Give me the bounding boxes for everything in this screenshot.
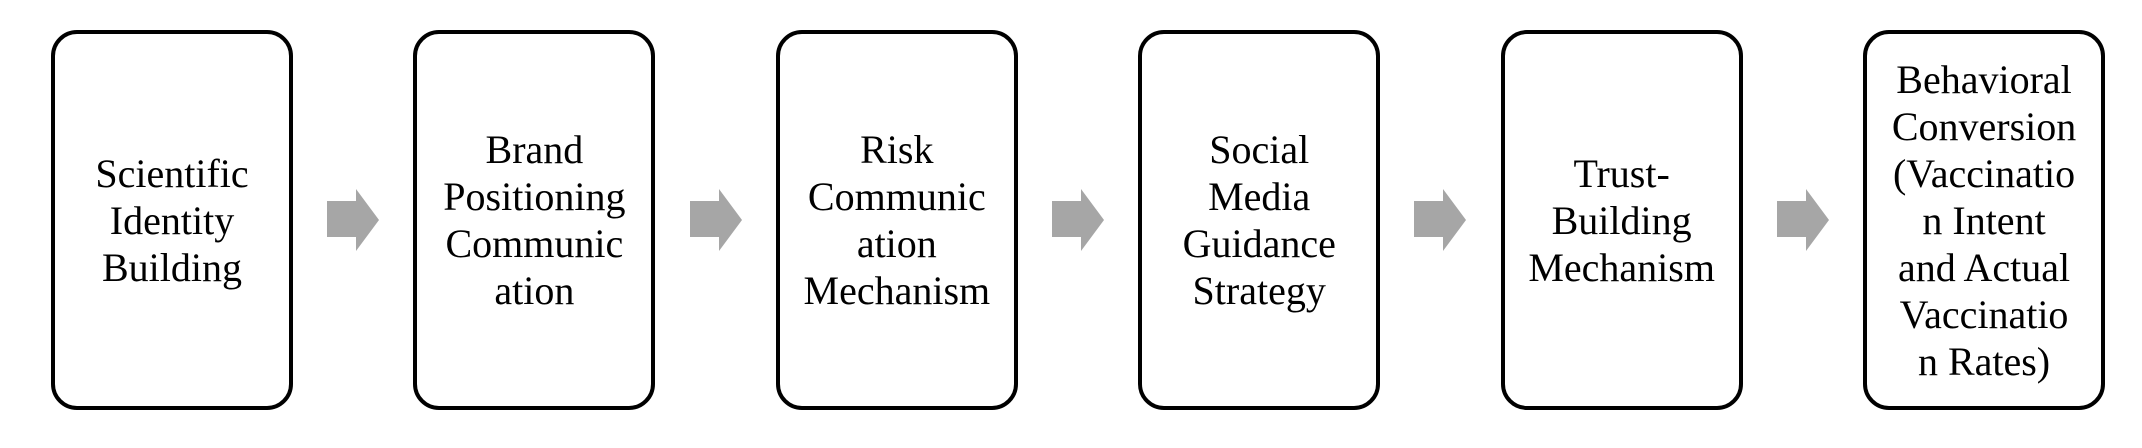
flow-step-label: Risk Communic ation Mechanism	[803, 127, 991, 313]
flow-connector-5	[1743, 30, 1863, 410]
flow-row: Scientific Identity Building Brand Posit…	[51, 30, 2106, 410]
right-arrow-shape	[1052, 189, 1105, 251]
right-arrow-shape	[689, 189, 742, 251]
flow-step-label: Trust- Building Mechanism	[1528, 150, 1715, 290]
right-arrow-icon	[1776, 189, 1829, 251]
flow-connector-4	[1380, 30, 1500, 410]
flow-step-brand-positioning-communication: Brand Positioning Communic ation	[413, 30, 656, 410]
flow-step-social-media-guidance-strategy: Social Media Guidance Strategy	[1138, 30, 1381, 410]
flow-step-label: Scientific Identity Building	[95, 150, 249, 290]
flow-step-trust-building-mechanism: Trust- Building Mechanism	[1500, 30, 1743, 410]
flow-step-behavioral-conversion: Behavioral Conversion (Vaccinatio n Inte…	[1863, 30, 2106, 410]
right-arrow-icon	[1414, 189, 1467, 251]
flow-step-label: Brand Positioning Communic ation	[443, 127, 626, 313]
flow-step-risk-communication-mechanism: Risk Communic ation Mechanism	[775, 30, 1018, 410]
flow-step-label: Behavioral Conversion (Vaccinatio n Inte…	[1891, 56, 2077, 384]
flow-step-label: Social Media Guidance Strategy	[1182, 127, 1336, 313]
right-arrow-icon	[1052, 189, 1105, 251]
flow-step-scientific-identity-building: Scientific Identity Building	[51, 30, 293, 410]
flow-connector-2	[655, 30, 775, 410]
right-arrow-icon	[689, 189, 742, 251]
flow-connector-3	[1018, 30, 1138, 410]
right-arrow-shape	[1776, 189, 1829, 251]
right-arrow-shape	[1414, 189, 1467, 251]
right-arrow-shape	[327, 189, 380, 251]
right-arrow-icon	[327, 189, 380, 251]
flow-connector-1	[293, 30, 413, 410]
